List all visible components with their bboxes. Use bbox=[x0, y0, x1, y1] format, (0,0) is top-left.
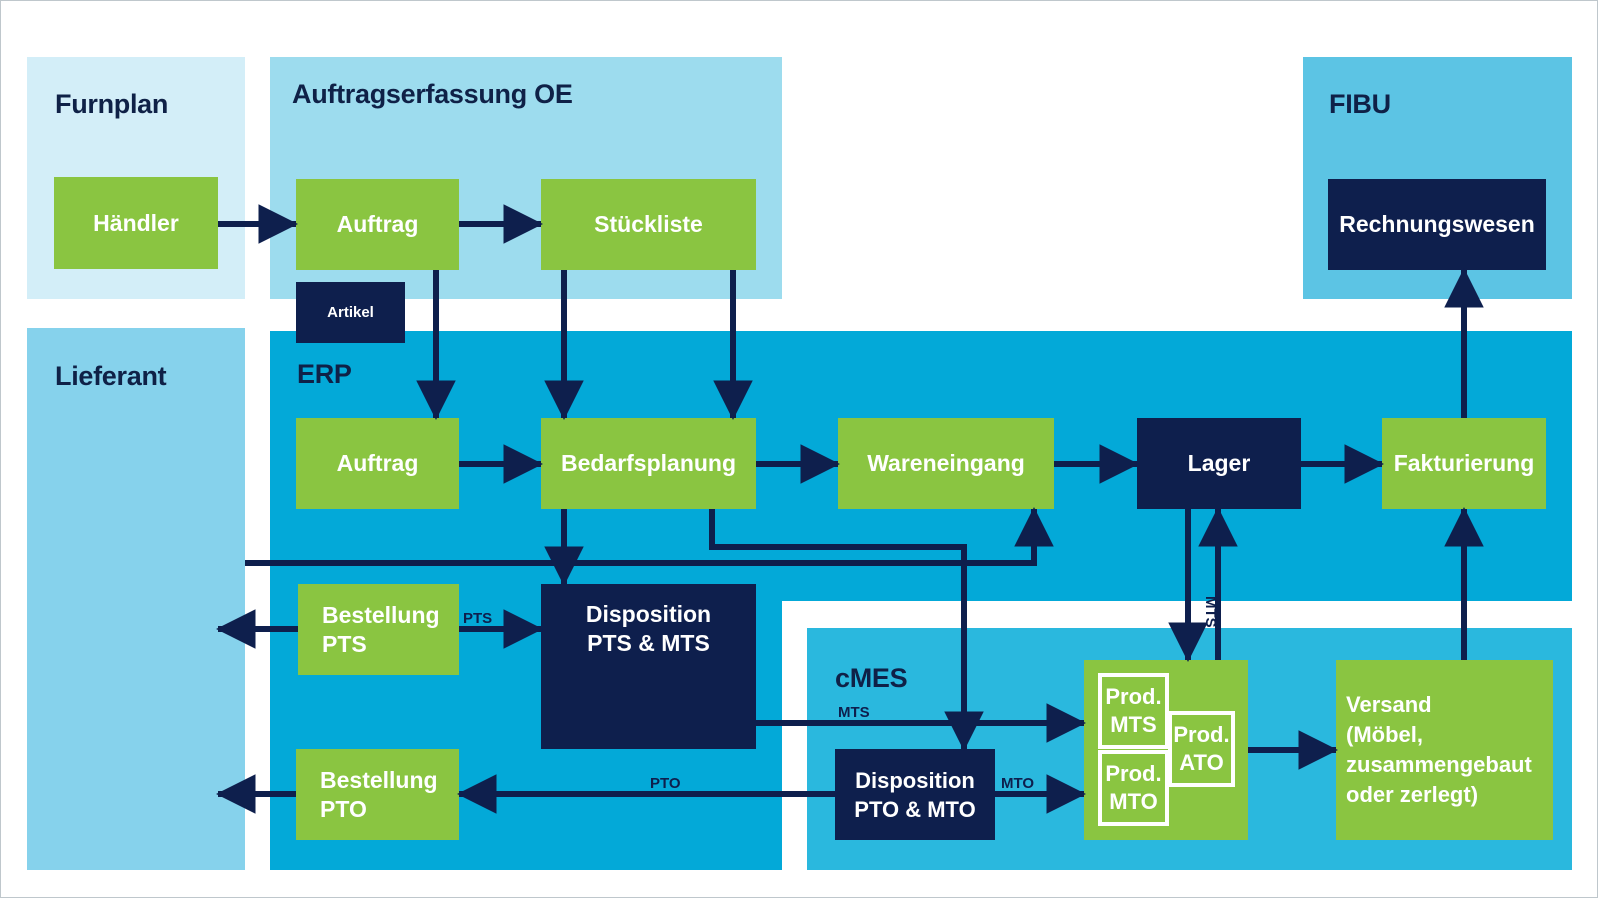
box-versand: Versand (Möbel, zusammengebaut oder zerl… bbox=[1336, 660, 1553, 840]
box-haendler: Händler bbox=[54, 177, 218, 269]
zone-lieferant bbox=[27, 328, 245, 870]
box-stueckliste: Stückliste bbox=[541, 179, 756, 270]
box-bestellung-pto: Bestellung PTO bbox=[296, 749, 459, 840]
box-rechnungswesen: Rechnungswesen bbox=[1328, 179, 1546, 270]
flow-label-pto: PTO bbox=[650, 775, 681, 792]
arrow-bedarf-disposition-pto bbox=[709, 509, 984, 751]
zone-label-fibu: FIBU bbox=[1329, 89, 1391, 119]
box-prod-mts: Prod. MTS bbox=[1098, 673, 1169, 749]
box-bedarfsplanung: Bedarfsplanung bbox=[541, 418, 756, 509]
zone-label-auftragserfassung-oe: Auftragserfassung OE bbox=[292, 79, 573, 109]
box-wareneingang: Wareneingang bbox=[838, 418, 1054, 509]
zone-label-furnplan: Furnplan bbox=[55, 89, 169, 119]
flow-label-mto: MTO bbox=[1001, 775, 1035, 792]
box-fakturierung: Fakturierung bbox=[1382, 418, 1546, 509]
flow-label-pts: PTS bbox=[463, 610, 493, 627]
zone-label-cmes: cMES bbox=[835, 663, 908, 693]
box-bestellung-pts: Bestellung PTS bbox=[298, 584, 459, 675]
box-lager: Lager bbox=[1137, 418, 1301, 509]
box-prod-mto: Prod. MTO bbox=[1098, 750, 1169, 826]
zone-label-erp: ERP bbox=[297, 359, 352, 389]
box-prod-ato: Prod. ATO bbox=[1168, 711, 1235, 787]
box-disposition-pts-mts: Disposition PTS & MTS bbox=[541, 584, 756, 749]
box-auftrag-oe: Auftrag bbox=[296, 179, 459, 270]
box-disposition-pto-mto: Disposition PTO & MTO bbox=[835, 749, 995, 840]
flow-label-mts-lager: MTS bbox=[1202, 596, 1219, 628]
box-artikel: Artikel bbox=[296, 282, 405, 343]
flow-label-mts: MTS bbox=[838, 704, 870, 721]
arrow-lieferant-wareneingang bbox=[245, 507, 1054, 566]
zone-label-lieferant: Lieferant bbox=[55, 361, 167, 391]
box-auftrag-erp: Auftrag bbox=[296, 418, 459, 509]
